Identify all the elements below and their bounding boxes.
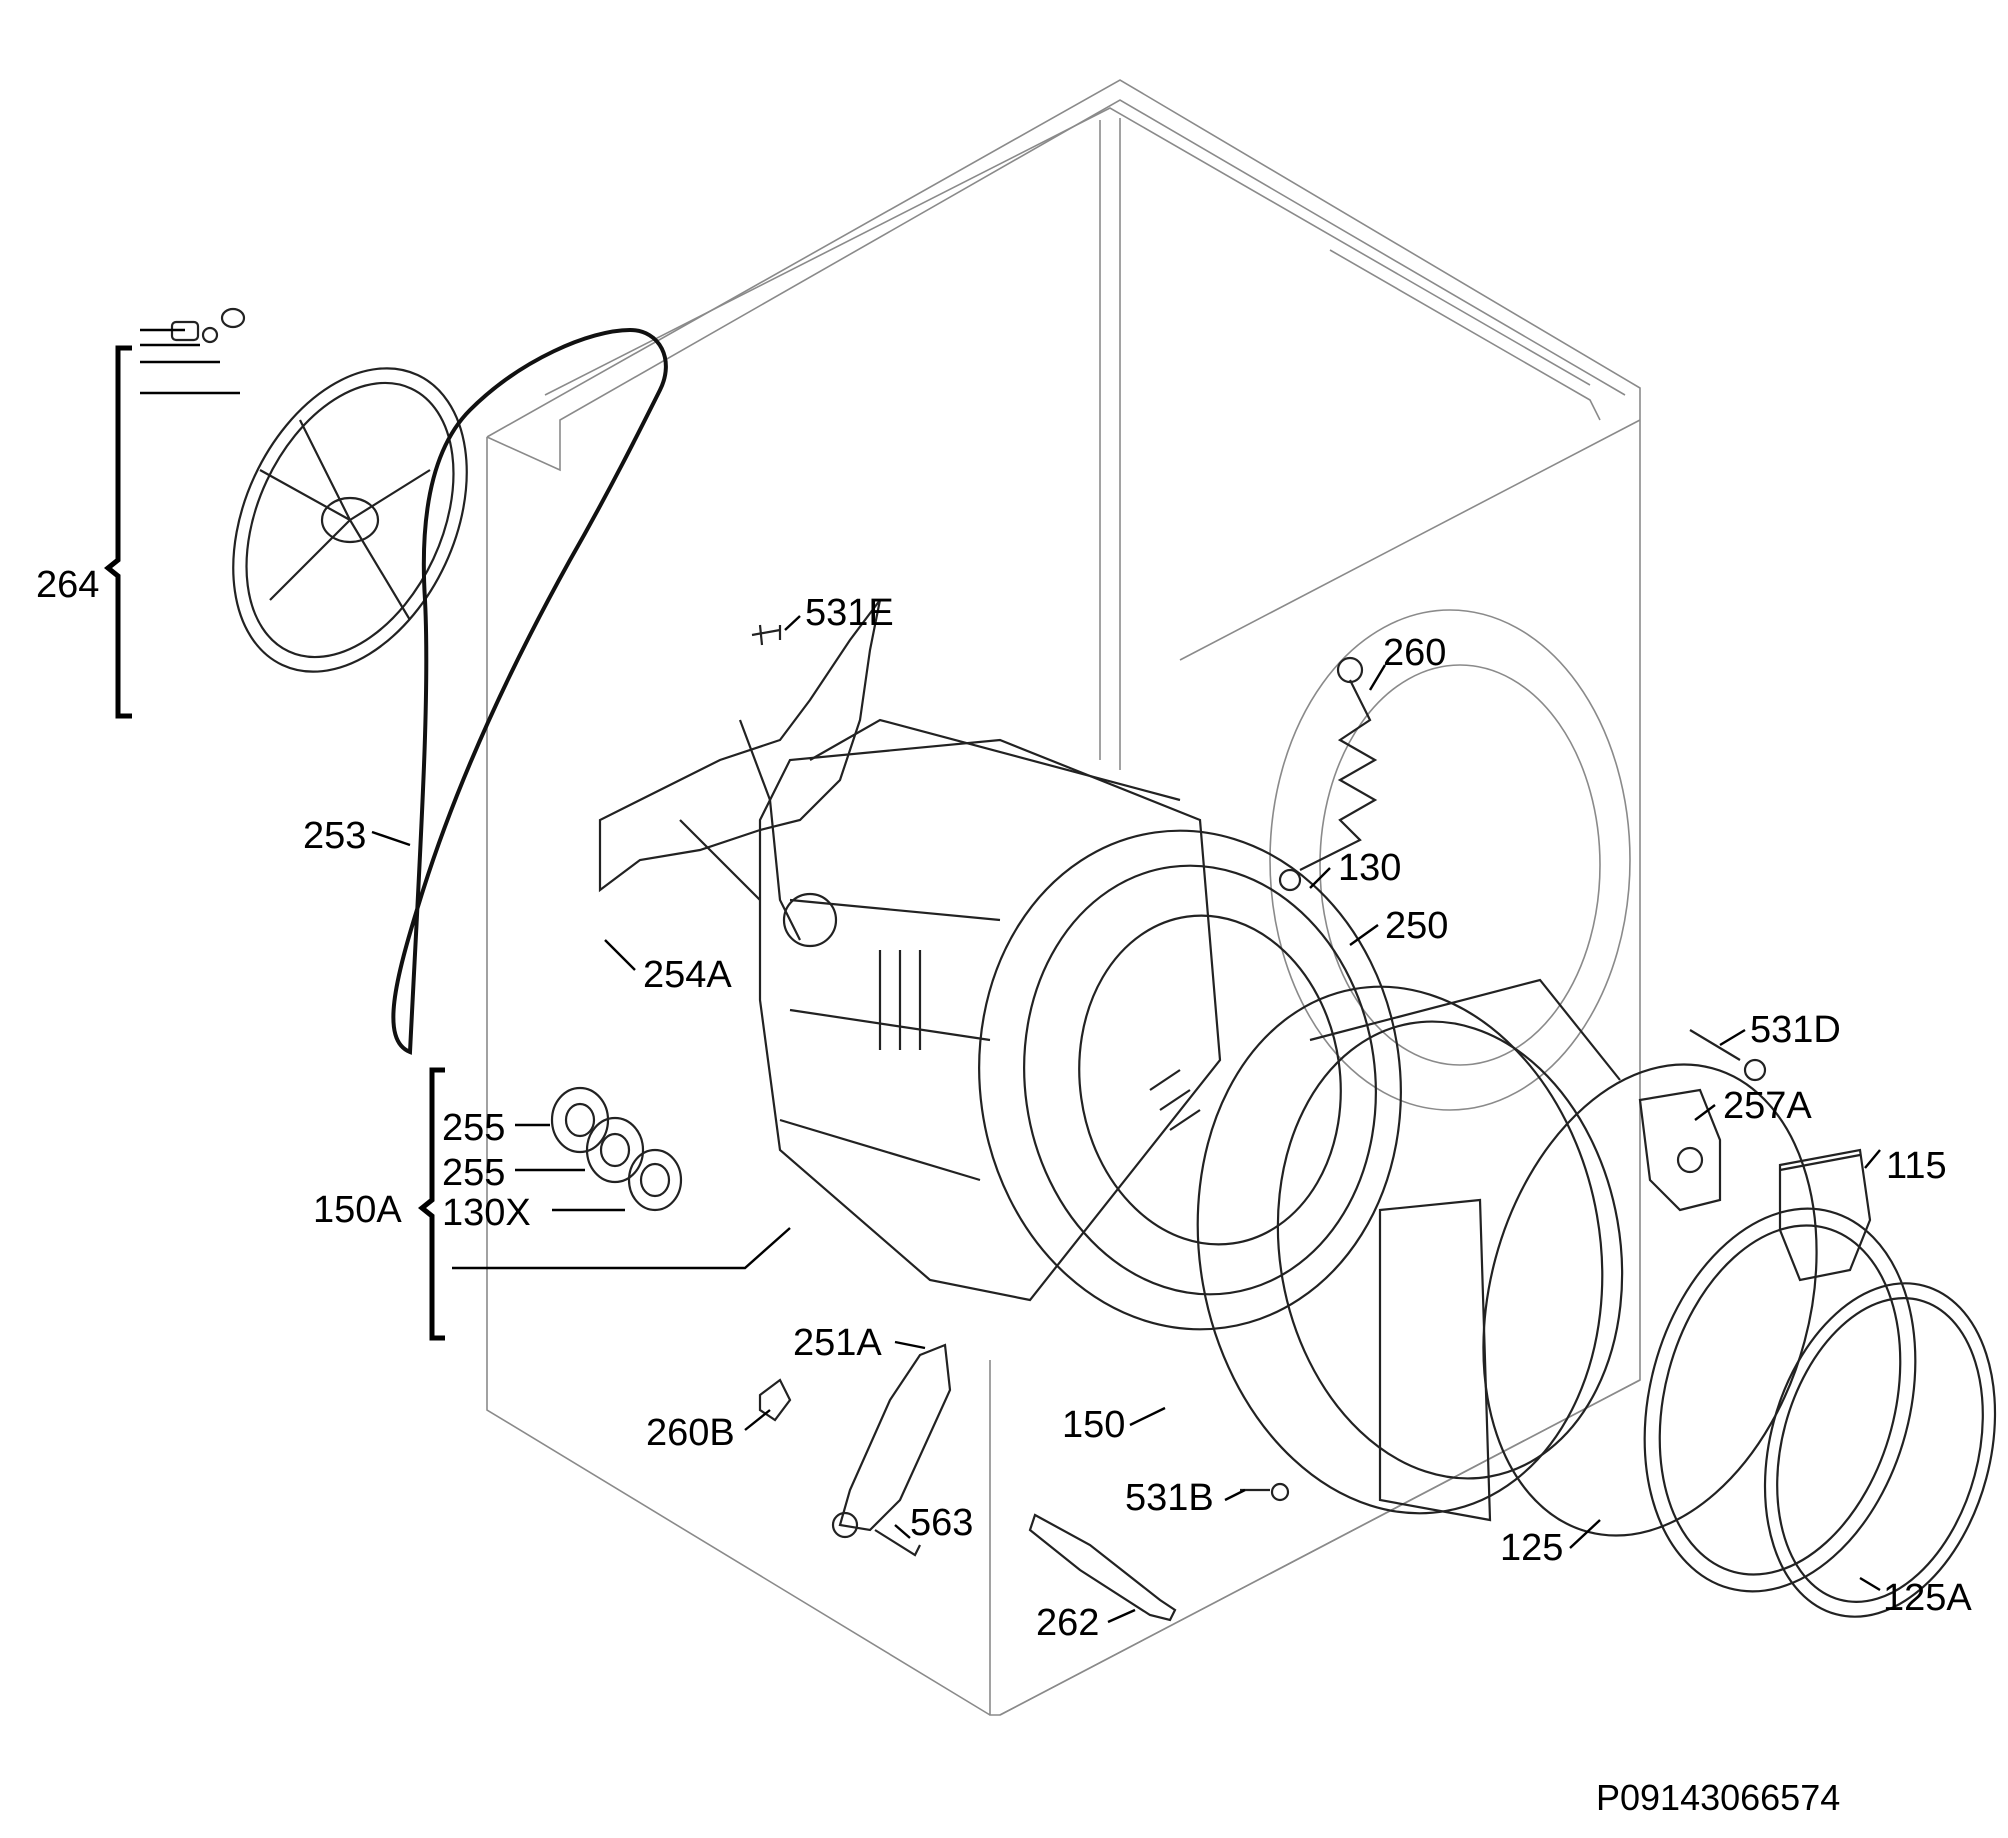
callout-254A: 254A bbox=[643, 954, 732, 996]
screw-531D bbox=[1689, 1029, 1767, 1082]
bearing-set bbox=[550, 1086, 683, 1212]
leader-115 bbox=[1864, 1149, 1881, 1169]
leader-125A bbox=[1859, 1576, 1881, 1592]
leader-260B bbox=[744, 1409, 771, 1431]
callout-130X: 130X bbox=[442, 1192, 531, 1234]
leader-260 bbox=[1368, 664, 1387, 691]
callout-255-lower: 255 bbox=[442, 1152, 505, 1194]
leader-531D bbox=[1719, 1028, 1746, 1047]
pin-563 bbox=[874, 1529, 921, 1557]
front-counterweight bbox=[1638, 1088, 1722, 1212]
clip-260B bbox=[758, 1378, 792, 1422]
leader-531E bbox=[784, 615, 801, 631]
drive-belt bbox=[391, 327, 668, 1055]
drum-pulley bbox=[232, 367, 468, 673]
tub-rear-half bbox=[758, 718, 1222, 1302]
inlet-pipe bbox=[1778, 1148, 1872, 1282]
callout-262: 262 bbox=[1036, 1602, 1099, 1644]
callout-257A: 257A bbox=[1723, 1085, 1812, 1127]
leader-262 bbox=[1107, 1608, 1136, 1624]
callout-253: 253 bbox=[303, 815, 366, 857]
leader-563 bbox=[894, 1524, 911, 1539]
callout-563: 563 bbox=[910, 1502, 973, 1544]
callout-125A: 125A bbox=[1883, 1577, 1972, 1619]
callout-125: 125 bbox=[1500, 1527, 1563, 1569]
screw-531E bbox=[751, 624, 782, 646]
callout-264: 264 bbox=[36, 564, 99, 606]
screw-531B bbox=[1240, 1482, 1290, 1502]
leader-125 bbox=[1569, 1519, 1601, 1549]
callout-531D: 531D bbox=[1750, 1009, 1841, 1051]
callout-250: 250 bbox=[1385, 905, 1448, 947]
leader-150A-1 bbox=[452, 1227, 791, 1270]
leader-531B bbox=[1224, 1488, 1246, 1502]
bracket-264 bbox=[103, 345, 132, 719]
leader-130 bbox=[1309, 867, 1331, 889]
callout-150A: 150A bbox=[313, 1189, 402, 1231]
callout-251A: 251A bbox=[793, 1322, 882, 1364]
leader-150 bbox=[1129, 1406, 1166, 1427]
leader-257A bbox=[1694, 1104, 1716, 1121]
callout-531B: 531B bbox=[1125, 1477, 1214, 1519]
diagram-reference-code: P09143066574 bbox=[1596, 1777, 1840, 1818]
callout-260: 260 bbox=[1383, 632, 1446, 674]
callout-130: 130 bbox=[1338, 847, 1401, 889]
callout-260B: 260B bbox=[646, 1412, 735, 1454]
cabinet-outline bbox=[486, 79, 1641, 1716]
leader-254A bbox=[604, 939, 636, 971]
callout-115: 115 bbox=[1886, 1145, 1947, 1187]
tub-front-half bbox=[1196, 978, 1624, 1522]
leader-251A bbox=[894, 1340, 926, 1350]
pulley-bolt-set bbox=[170, 307, 246, 344]
bracket-150A bbox=[417, 1067, 445, 1341]
leader-250 bbox=[1349, 924, 1379, 946]
shock-absorber bbox=[831, 1343, 952, 1539]
leader-253 bbox=[371, 830, 411, 847]
drum-spider-bracket bbox=[598, 599, 882, 948]
callout-531E: 531E bbox=[805, 592, 894, 634]
callout-150: 150 bbox=[1062, 1404, 1125, 1446]
drum-paddle bbox=[1028, 1513, 1177, 1622]
suspension-spring bbox=[1278, 656, 1378, 892]
callout-255-upper: 255 bbox=[442, 1107, 505, 1149]
